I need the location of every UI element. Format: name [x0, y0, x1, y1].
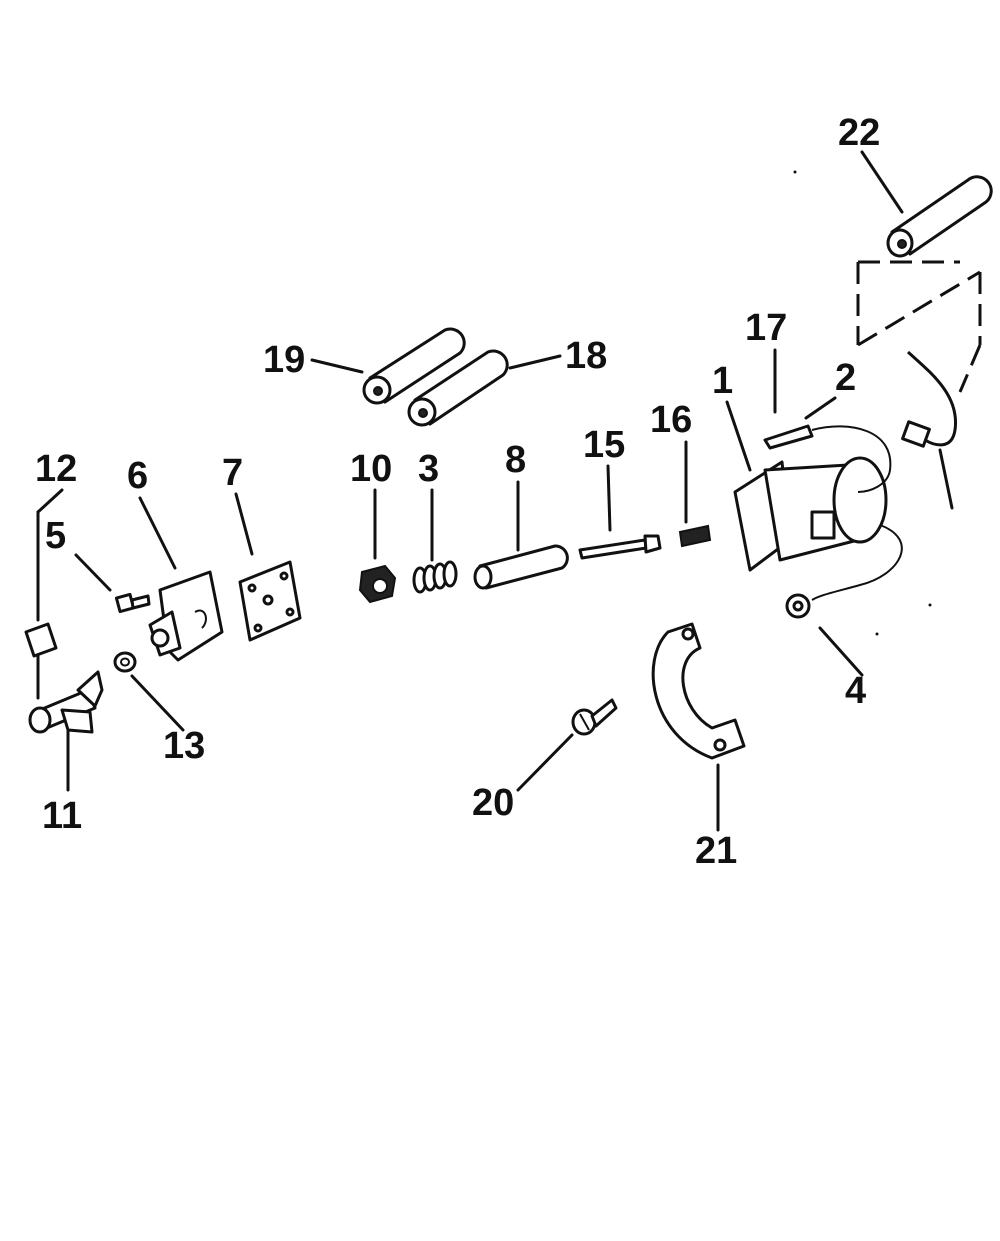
- callout-14: 15: [583, 424, 625, 466]
- part-1-solenoid: [733, 456, 888, 572]
- callout-21: 22: [838, 112, 880, 154]
- part-18-tube: [362, 327, 466, 405]
- callout-20: 21: [695, 830, 737, 872]
- callout-2: 2: [835, 357, 856, 399]
- callout-19: 20: [472, 782, 514, 824]
- callout-4: 4: [845, 670, 866, 712]
- part-13-washer: [113, 651, 137, 673]
- part-14-plunger-pin: [578, 534, 662, 560]
- part-4-ground-lead: [785, 524, 903, 619]
- part-11-valve: [28, 670, 104, 734]
- callout-7: 7: [222, 452, 243, 494]
- callout-13: 13: [163, 725, 205, 767]
- part-3-spring: [412, 560, 458, 594]
- callout-15: 16: [650, 399, 692, 441]
- callout-11: 11: [42, 795, 82, 837]
- callout-1: 1: [712, 360, 733, 402]
- part-17-tube: [407, 349, 509, 427]
- part-8-sleeve: [473, 544, 569, 590]
- scan-dot: [793, 170, 797, 174]
- part-5-screw: [114, 592, 151, 614]
- part-10-nut: [358, 564, 397, 604]
- callout-16: 17: [745, 307, 787, 349]
- callout-10: 10: [350, 448, 392, 490]
- callout-12: 12: [35, 448, 77, 490]
- part-19-screw: [571, 698, 618, 736]
- part-15-spring: [678, 524, 712, 548]
- leader-lines: [36, 150, 954, 832]
- part-12-cap: [24, 622, 58, 658]
- callout-6: 6: [127, 455, 148, 497]
- callout-8: 8: [505, 439, 526, 481]
- scan-dot: [875, 632, 879, 636]
- dashed-bracket: [856, 260, 982, 393]
- part-6-cover: [148, 570, 224, 662]
- part-16-connector-lead: [763, 424, 892, 493]
- callout-3: 3: [418, 448, 439, 490]
- part-7-gasket: [238, 560, 302, 642]
- part-20-bracket: [651, 622, 746, 760]
- callout-5: 5: [45, 515, 66, 557]
- part-21-tube: [886, 175, 993, 258]
- scan-dot: [928, 603, 932, 607]
- callout-18: 19: [263, 339, 305, 381]
- part-22-cable-clip: [901, 350, 958, 448]
- callout-17: 18: [565, 335, 607, 377]
